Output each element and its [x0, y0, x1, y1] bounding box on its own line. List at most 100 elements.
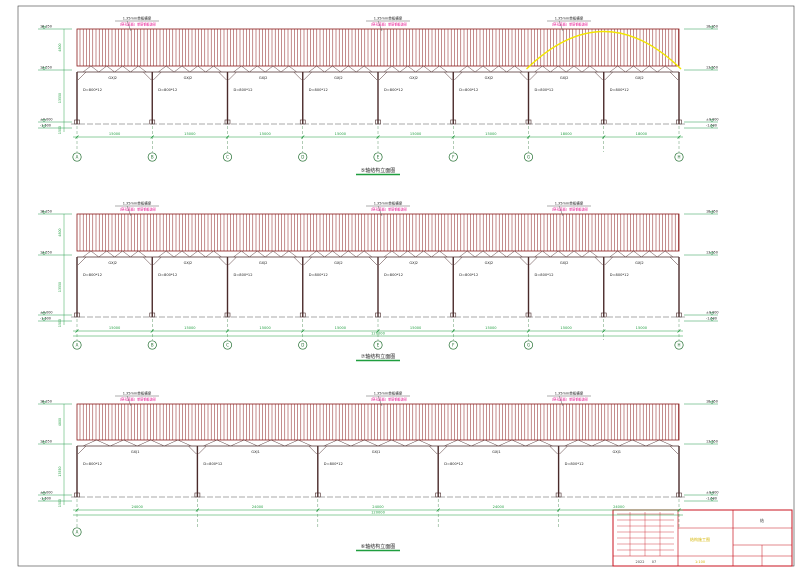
knee-brace — [77, 256, 87, 266]
grid-bubble — [674, 152, 684, 162]
truss-web — [542, 65, 551, 73]
grid-bubble — [222, 340, 233, 350]
elevation-title: ⑥轴结构立面图 — [361, 543, 395, 550]
truss-web — [399, 65, 408, 73]
truss-web — [391, 439, 406, 447]
span-dimension: 15000 — [335, 132, 347, 136]
truss-web — [439, 65, 448, 73]
bay-label: GXJ2 — [259, 76, 268, 80]
truss-web — [123, 439, 138, 447]
truss-web — [641, 65, 650, 73]
column-base — [450, 312, 457, 318]
knee-brace — [429, 445, 438, 455]
span-dimension: 18000 — [636, 132, 648, 136]
truss-web — [122, 250, 131, 258]
truss-web — [189, 250, 198, 258]
grid-bubble-label: E — [377, 342, 380, 347]
level-marker-left — [41, 211, 47, 215]
truss-web — [415, 250, 424, 258]
grid-bubble — [147, 152, 157, 162]
truss-web — [538, 439, 553, 447]
truss-web — [391, 65, 400, 73]
column-label: D=800*12 — [309, 88, 328, 92]
span-dimension: 24000 — [252, 505, 264, 509]
bay-label: GXJ2 — [184, 76, 193, 80]
level-marker-right — [709, 441, 715, 445]
level-marker-right — [709, 401, 715, 405]
truss-web — [350, 439, 365, 447]
level-right: ±0.000 — [706, 118, 719, 122]
column-label: D=800*12 — [384, 273, 403, 277]
truss-web — [363, 65, 373, 73]
truss-web — [383, 250, 393, 258]
level-left: -1.500 — [40, 124, 51, 128]
truss-web — [181, 250, 191, 258]
bay-label: GXJ2 — [184, 261, 193, 265]
truss-web — [405, 439, 419, 447]
note-leader — [377, 205, 383, 217]
elevation-title: ⑤轴结构立面图 — [361, 167, 395, 174]
height-dimension: 1500 — [58, 499, 62, 507]
truss-web — [130, 250, 139, 258]
truss-web — [348, 250, 357, 258]
bay-label: GXJ2 — [334, 76, 343, 80]
truss-web — [514, 65, 523, 73]
truss-web — [589, 65, 598, 73]
total-dimension: 120000 — [371, 511, 385, 515]
truss-web — [106, 65, 115, 73]
truss-web — [337, 439, 351, 447]
truss-web — [264, 65, 274, 73]
truss-web — [138, 65, 147, 73]
bay-label: GXJ1 — [492, 450, 501, 454]
span-dimension: 15000 — [335, 326, 347, 330]
truss-web — [230, 439, 245, 447]
truss-web — [98, 250, 107, 258]
truss-web — [605, 439, 619, 447]
knee-brace — [669, 71, 679, 81]
truss-web — [474, 250, 484, 258]
knee-brace — [519, 256, 528, 266]
grid-bubble-label: A — [76, 154, 79, 159]
bay-label: GXJ2 — [635, 76, 644, 80]
height-dimension: 4800 — [58, 418, 62, 426]
level-right: 13.550 — [706, 440, 718, 444]
column-label: D=800*12 — [83, 88, 102, 92]
column-label: D=800*12 — [535, 88, 554, 92]
knee-brace — [228, 256, 237, 266]
title-block-grid — [617, 512, 674, 556]
bay-label: GXJ2 — [259, 261, 268, 265]
span-dimension: 15000 — [410, 132, 422, 136]
truss-web — [415, 65, 424, 73]
truss-web — [459, 65, 468, 73]
truss-web — [308, 250, 317, 258]
level-right: 13.550 — [706, 251, 718, 255]
truss-web — [189, 65, 198, 73]
span-dimension: 24000 — [372, 505, 384, 509]
truss-web — [407, 65, 416, 73]
truss-web — [271, 439, 285, 447]
truss-web — [356, 250, 365, 258]
truss-web — [158, 65, 167, 73]
truss-web — [316, 65, 325, 73]
knee-brace — [439, 445, 448, 455]
truss-web — [243, 439, 258, 447]
elevation-7: GXJ2D=800*1215000GXJ2D=800*1215000GXJ2D=… — [38, 201, 719, 362]
bay-label: GXJ2 — [560, 76, 569, 80]
level-left: 18.350 — [40, 210, 52, 214]
truss-web — [664, 250, 674, 258]
column-base — [194, 492, 201, 498]
knee-brace — [454, 71, 463, 81]
level-marker-left — [41, 312, 47, 316]
level-right: -1.500 — [706, 317, 717, 321]
truss-web — [581, 250, 590, 258]
truss-web — [164, 439, 178, 447]
bay-label: GXJ2 — [485, 261, 494, 265]
truss-web — [459, 250, 468, 258]
grid-bubble-label: D — [301, 342, 304, 347]
level-marker-right — [709, 119, 715, 123]
bay-label: GXJ1 — [613, 450, 622, 454]
roof-subnote: （穿孔底板）单层钢板波形 — [550, 397, 589, 402]
level-right: 18.350 — [706, 25, 718, 29]
truss-web — [498, 439, 513, 447]
